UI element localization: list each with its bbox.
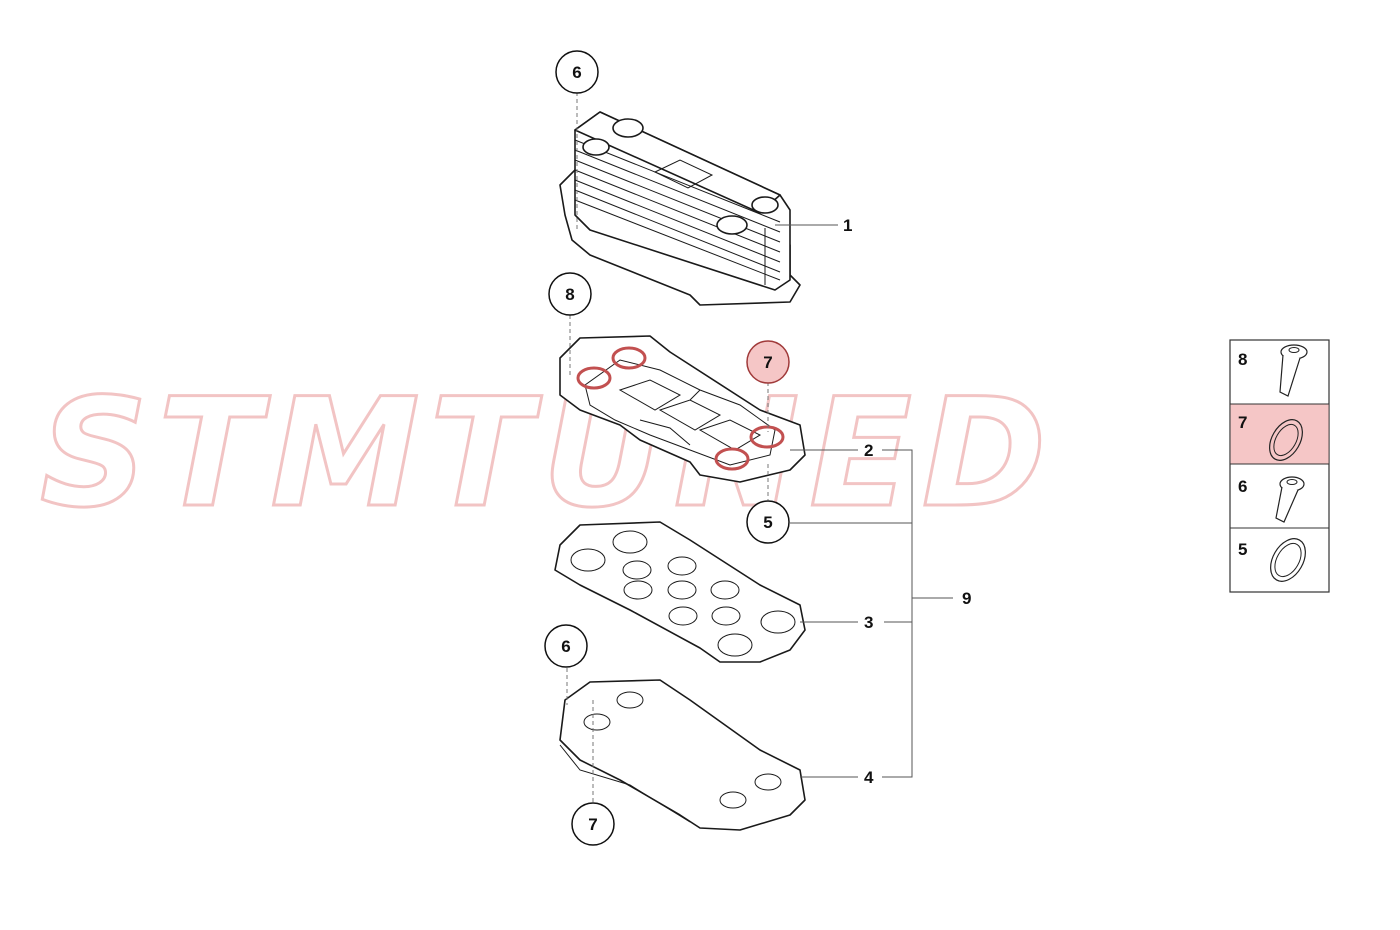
legend-row-6[interactable]: 6 <box>1238 476 1305 523</box>
svg-text:7: 7 <box>588 815 597 834</box>
callout-6-top[interactable]: 6 <box>555 50 599 94</box>
part-number-9: 9 <box>962 589 971 608</box>
legend-row-7-highlighted[interactable]: 7 <box>1238 413 1309 466</box>
callout-6-bottom[interactable]: 6 <box>544 624 588 668</box>
callout-5[interactable]: 5 <box>746 500 790 544</box>
seal-ring-icon <box>1270 538 1306 582</box>
legend-row-5[interactable]: 5 <box>1238 533 1312 588</box>
cooler-housing-part[interactable] <box>559 335 806 483</box>
svg-text:7: 7 <box>763 353 772 372</box>
parts-legend: 8 7 6 5 <box>1229 339 1330 593</box>
bolt-icon <box>1275 476 1305 523</box>
gasket-part[interactable] <box>554 521 806 663</box>
callout-7-bottom[interactable]: 7 <box>571 802 615 846</box>
part-number-2: 2 <box>864 441 873 460</box>
svg-text:7: 7 <box>1238 413 1247 432</box>
svg-text:6: 6 <box>1238 477 1247 496</box>
svg-text:8: 8 <box>1238 350 1247 369</box>
legend-row-8[interactable]: 8 <box>1238 344 1308 397</box>
svg-text:8: 8 <box>565 285 574 304</box>
svg-text:6: 6 <box>572 63 581 82</box>
part-number-4: 4 <box>864 768 874 787</box>
part-number-1: 1 <box>843 216 852 235</box>
oil-cooler-part[interactable] <box>559 111 801 306</box>
svg-text:5: 5 <box>763 513 772 532</box>
watermark-text: STMTUNED <box>40 367 1056 541</box>
bolt-icon <box>1279 344 1308 397</box>
svg-text:6: 6 <box>561 637 570 656</box>
callout-7-highlighted[interactable]: 7 <box>746 340 790 384</box>
svg-text:5: 5 <box>1238 540 1247 559</box>
callout-8[interactable]: 8 <box>548 272 592 316</box>
part-number-3: 3 <box>864 613 873 632</box>
seal-ring-icon <box>1269 419 1303 461</box>
